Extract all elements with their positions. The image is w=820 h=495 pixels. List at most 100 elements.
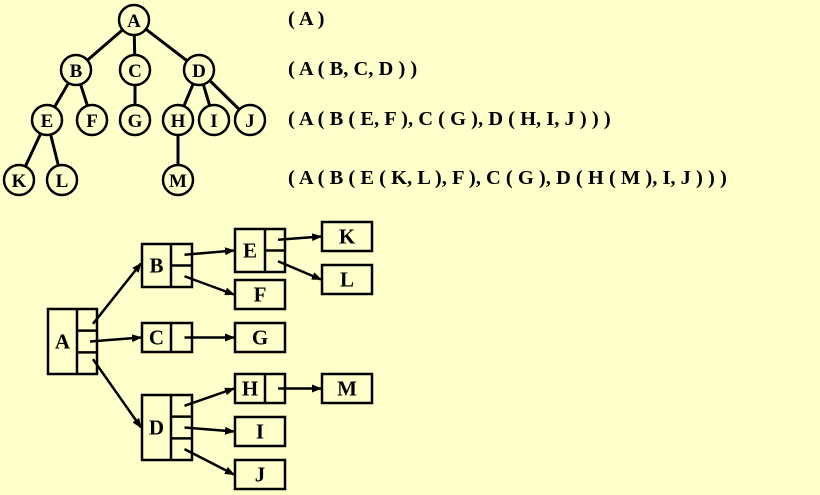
bracket-notation-level-1: ( A ) [288, 8, 325, 30]
tree-node-k: K [2, 163, 36, 197]
tree-node-circle [161, 103, 195, 137]
tree-node-j: J [233, 103, 267, 137]
linked-box-c: C [140, 321, 194, 354]
tree-node-e: E [30, 103, 64, 137]
box-label: G [252, 326, 268, 350]
box-label: E [243, 239, 257, 263]
linked-box-k: K [320, 220, 374, 253]
tree-node-circle [161, 163, 195, 197]
box-label: H [242, 377, 258, 401]
tree-edges [23, 27, 241, 168]
tree-node-label: K [12, 171, 27, 192]
tree-node-circle [233, 103, 267, 137]
pointer-field [77, 352, 97, 374]
pointer-field [77, 309, 97, 331]
linked-box-j: J [233, 458, 287, 491]
pointer-arrow-b-f [184, 275, 235, 296]
tree-node-b: B [59, 53, 93, 87]
bracket-notation-level-3: ( A ( B ( E, F ), C ( G ), D ( H, I, J )… [288, 108, 611, 130]
tree-node-g: G [118, 103, 152, 137]
tree-node-a: A [117, 3, 151, 37]
box-label: L [340, 268, 354, 292]
pointer-field [265, 251, 285, 273]
tree-node-label: B [70, 61, 83, 82]
tree-node-circle [197, 103, 231, 137]
pointer-field [171, 266, 192, 288]
tree-edge-d-h [182, 83, 195, 107]
box-label: B [149, 254, 163, 278]
box-label: J [255, 463, 266, 487]
tree-node-label: D [192, 61, 206, 82]
tree-edge-a-b [86, 28, 124, 62]
box-outline [320, 263, 374, 296]
box-outline [140, 321, 194, 354]
tree-edge-d-j [208, 79, 241, 111]
tree-node-label: F [86, 111, 98, 132]
linked-box-i: I [233, 415, 287, 448]
tree-node-label: G [128, 111, 143, 132]
tree-node-circle [118, 53, 152, 87]
tree-node-label: H [171, 111, 186, 132]
box-label: I [256, 420, 264, 444]
pointer-arrow-e-k [277, 233, 322, 242]
tree-edge-d-i [201, 83, 212, 107]
tree-node-d: D [182, 53, 216, 87]
tree-node-h: H [161, 103, 195, 137]
linked-box-h: H [233, 372, 287, 405]
tree-node-circle [2, 163, 36, 197]
bracket-notation-level-2: ( A ( B, C, D ) ) [288, 58, 418, 80]
pointer-arrow-d-h [184, 387, 235, 408]
box-outline [233, 321, 287, 354]
tree-node-label: E [41, 111, 54, 132]
tree-node-label: I [210, 111, 217, 132]
linked-box-m: M [320, 372, 374, 405]
linked-box-g: G [233, 321, 287, 354]
tree-node-f: F [75, 103, 109, 137]
tree-node-circle [117, 3, 151, 37]
linked-list-pointers [89, 233, 322, 476]
tree-edge-b-f [79, 83, 89, 107]
tree-node-label: J [245, 111, 255, 132]
linked-box-f: F [233, 278, 287, 311]
pointer-arrow-d-i [184, 426, 235, 435]
linked-box-a: A [46, 307, 99, 376]
tree-edge-a-d [144, 27, 189, 63]
tree-node-c: C [118, 53, 152, 87]
tree-edge-e-k [23, 132, 43, 168]
box-outline [46, 307, 99, 376]
box-label: F [254, 283, 267, 307]
box-label: M [337, 377, 357, 401]
tree-node-i: I [197, 103, 231, 137]
box-outline [233, 278, 287, 311]
box-outline [233, 458, 287, 491]
pointer-arrow-a-d [91, 358, 143, 429]
pointer-arrow-e-l [277, 260, 322, 281]
tree-node-circle [118, 103, 152, 137]
pointer-field [171, 395, 192, 417]
pointer-arrow-b-e [184, 247, 235, 256]
linked-box-b: B [140, 242, 194, 289]
tree-node-label: M [169, 171, 187, 192]
pointer-arrow-a-c [89, 334, 142, 343]
box-outline [233, 372, 287, 405]
box-outline [233, 415, 287, 448]
box-outline [320, 372, 374, 405]
pointer-arrow-d-j [183, 448, 235, 476]
tree-node-label: A [127, 11, 141, 32]
tree-node-circle [59, 53, 93, 87]
tree-edge-e-l [49, 134, 60, 166]
tree-node-label: C [128, 61, 142, 82]
linked-box-e: E [233, 227, 287, 274]
bracket-notation-level-4: ( A ( B ( E ( K, L ), F ), C ( G ), D ( … [288, 167, 727, 189]
tree-node-circle [30, 103, 64, 137]
tree-node-circle [45, 163, 79, 197]
box-label: C [149, 326, 164, 350]
box-outline [320, 220, 374, 253]
pointer-field [171, 438, 192, 460]
tree-node-l: L [45, 163, 79, 197]
box-label: A [55, 330, 71, 354]
pointer-arrow-a-b [92, 262, 142, 325]
